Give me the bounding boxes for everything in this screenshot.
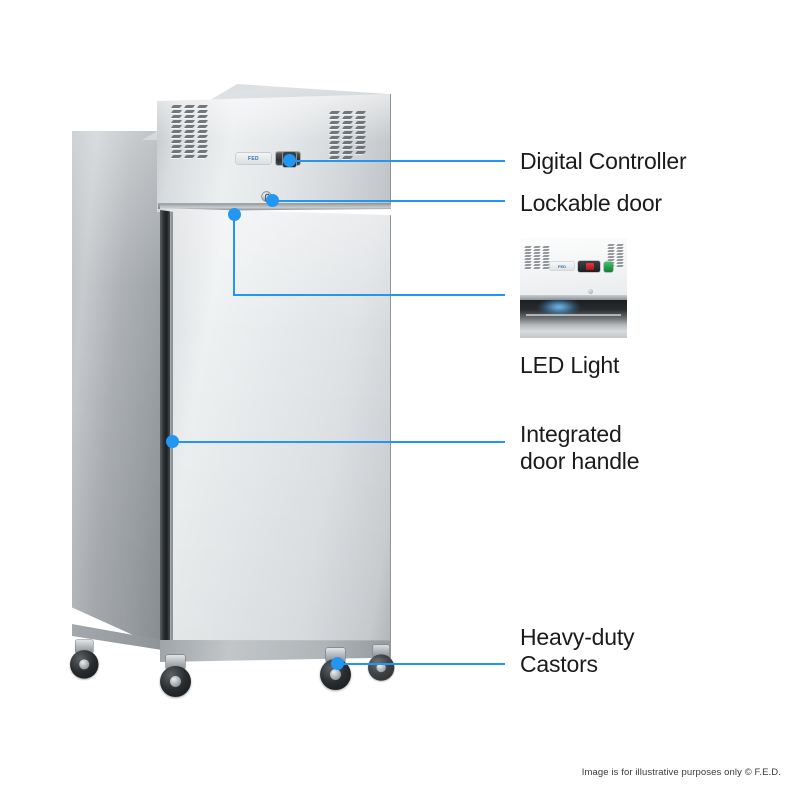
- ventilation-grille-right: [328, 111, 367, 159]
- callout-label-castors: Heavy-duty Castors: [520, 624, 635, 678]
- callout-label-digital-controller: Digital Controller: [520, 148, 687, 174]
- callout-dot-lockable-door: [266, 194, 279, 207]
- callout-line-lockable-door: [272, 200, 505, 202]
- inset-controller-display: [578, 261, 600, 272]
- inset-screw: [588, 289, 593, 294]
- footer-disclaimer: Image is for illustrative purposes only …: [581, 767, 781, 778]
- callout-label-door-handle: Integrated door handle: [520, 421, 640, 475]
- ventilation-grille-left: [170, 105, 209, 158]
- cabinet-side-panel: [72, 131, 164, 649]
- callout-dot-digital-controller: [283, 154, 296, 167]
- callout-dot-led-light: [228, 208, 241, 221]
- cabinet-base-rail: [160, 640, 391, 662]
- refrigerator-door: [160, 208, 391, 658]
- callout-label-led-light: LED Light: [520, 352, 620, 378]
- callout-line-led-vertical: [233, 214, 235, 296]
- callout-dot-castors: [331, 657, 344, 670]
- brand-badge: FED: [236, 153, 271, 164]
- led-light-inset-photo: FED: [520, 238, 627, 338]
- callout-label-lockable-door: Lockable door: [520, 190, 662, 216]
- inset-led-glow: [538, 298, 580, 316]
- integrated-door-handle: [160, 210, 173, 655]
- callout-line-castors: [337, 663, 505, 665]
- callout-line-digital-controller: [289, 160, 505, 162]
- callout-dot-door-handle: [166, 435, 179, 448]
- door-top-seam: [160, 203, 391, 211]
- inset-vent-left: [524, 246, 550, 269]
- inset-shelf-edge: [526, 314, 621, 316]
- handle-highlight: [170, 210, 173, 655]
- product-image-refrigerator: FED: [70, 84, 395, 697]
- callout-line-led-horizontal: [233, 294, 505, 296]
- callout-line-door-handle: [172, 441, 505, 443]
- inset-brand-badge: FED: [550, 262, 574, 270]
- inset-green-button: [604, 262, 613, 272]
